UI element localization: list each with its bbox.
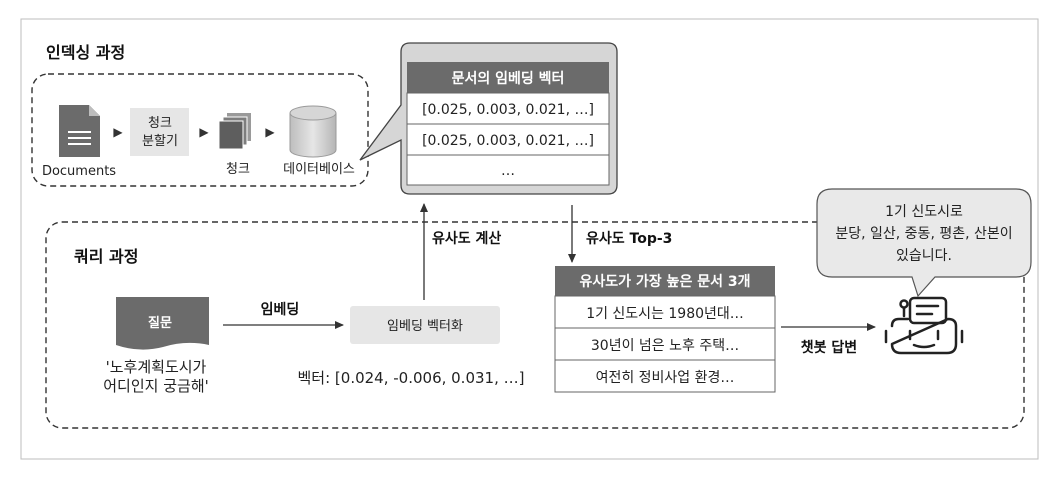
question-text-2: 어디인지 궁금해' (103, 377, 209, 395)
arrow-glyph: ▶ (199, 125, 209, 139)
database-label: 데이터베이스 (283, 162, 355, 177)
similarity-calc-label: 유사도 계산 (432, 230, 501, 247)
chunker-box (130, 108, 189, 156)
robot-icon (884, 296, 964, 355)
chunks-label: 청크 (226, 162, 250, 177)
embedding-row: [0.025, 0.003, 0.021, …] (422, 133, 594, 149)
question-text-1: '노후계획도시가 (106, 358, 207, 376)
answer-text-3: 있습니다. (896, 248, 952, 264)
documents-label: Documents (42, 164, 116, 179)
results-header: 유사도가 가장 높은 문서 3개 (580, 273, 751, 290)
vectorize-label: 임베딩 벡터화 (387, 319, 463, 334)
answer-text-2: 분당, 일산, 중동, 평촌, 산본이 (835, 226, 1012, 242)
embedding-row: [0.025, 0.003, 0.021, …] (422, 102, 594, 118)
embedding-row: … (501, 163, 515, 179)
indexing-title: 인덱싱 과정 (46, 43, 125, 62)
indexing-frame (31, 73, 369, 187)
query-title: 쿼리 과정 (74, 247, 138, 266)
result-row: 여전히 정비사업 환경… (596, 370, 735, 386)
question-doc-label: 질문 (148, 316, 172, 331)
embedding-arrow-label: 임베딩 (261, 301, 300, 318)
document-icon (59, 105, 100, 157)
embedding-table-body (406, 92, 610, 186)
results-body (554, 295, 776, 393)
arrow-glyph: ▶ (113, 125, 123, 139)
database-icon (289, 105, 337, 158)
top3-label: 유사도 Top-3 (586, 231, 672, 247)
chatbot-answer-label: 챗봇 답변 (801, 339, 857, 356)
answer-text-1: 1기 신도시로 (885, 204, 963, 220)
embedding-table-header: 문서의 임베딩 벡터 (452, 70, 565, 87)
query-frame (45, 221, 1025, 429)
answer-bubble (816, 188, 1032, 298)
chunker-label-2: 분할기 (142, 134, 178, 149)
question-doc-icon (116, 297, 209, 350)
chunker-label-1: 청크 (148, 116, 172, 131)
chunks-icon (218, 113, 251, 150)
query-vector-text: 벡터: [0.024, -0.006, 0.031, …] (298, 369, 525, 387)
result-row: 1기 신도시는 1980년대… (586, 306, 744, 322)
arrow-glyph: ▶ (265, 125, 275, 139)
result-row: 30년이 넘은 노후 주택… (591, 338, 739, 354)
vectorize-box (350, 306, 500, 344)
embedding-table-header-bg (407, 62, 609, 93)
results-header-bg (555, 266, 775, 296)
